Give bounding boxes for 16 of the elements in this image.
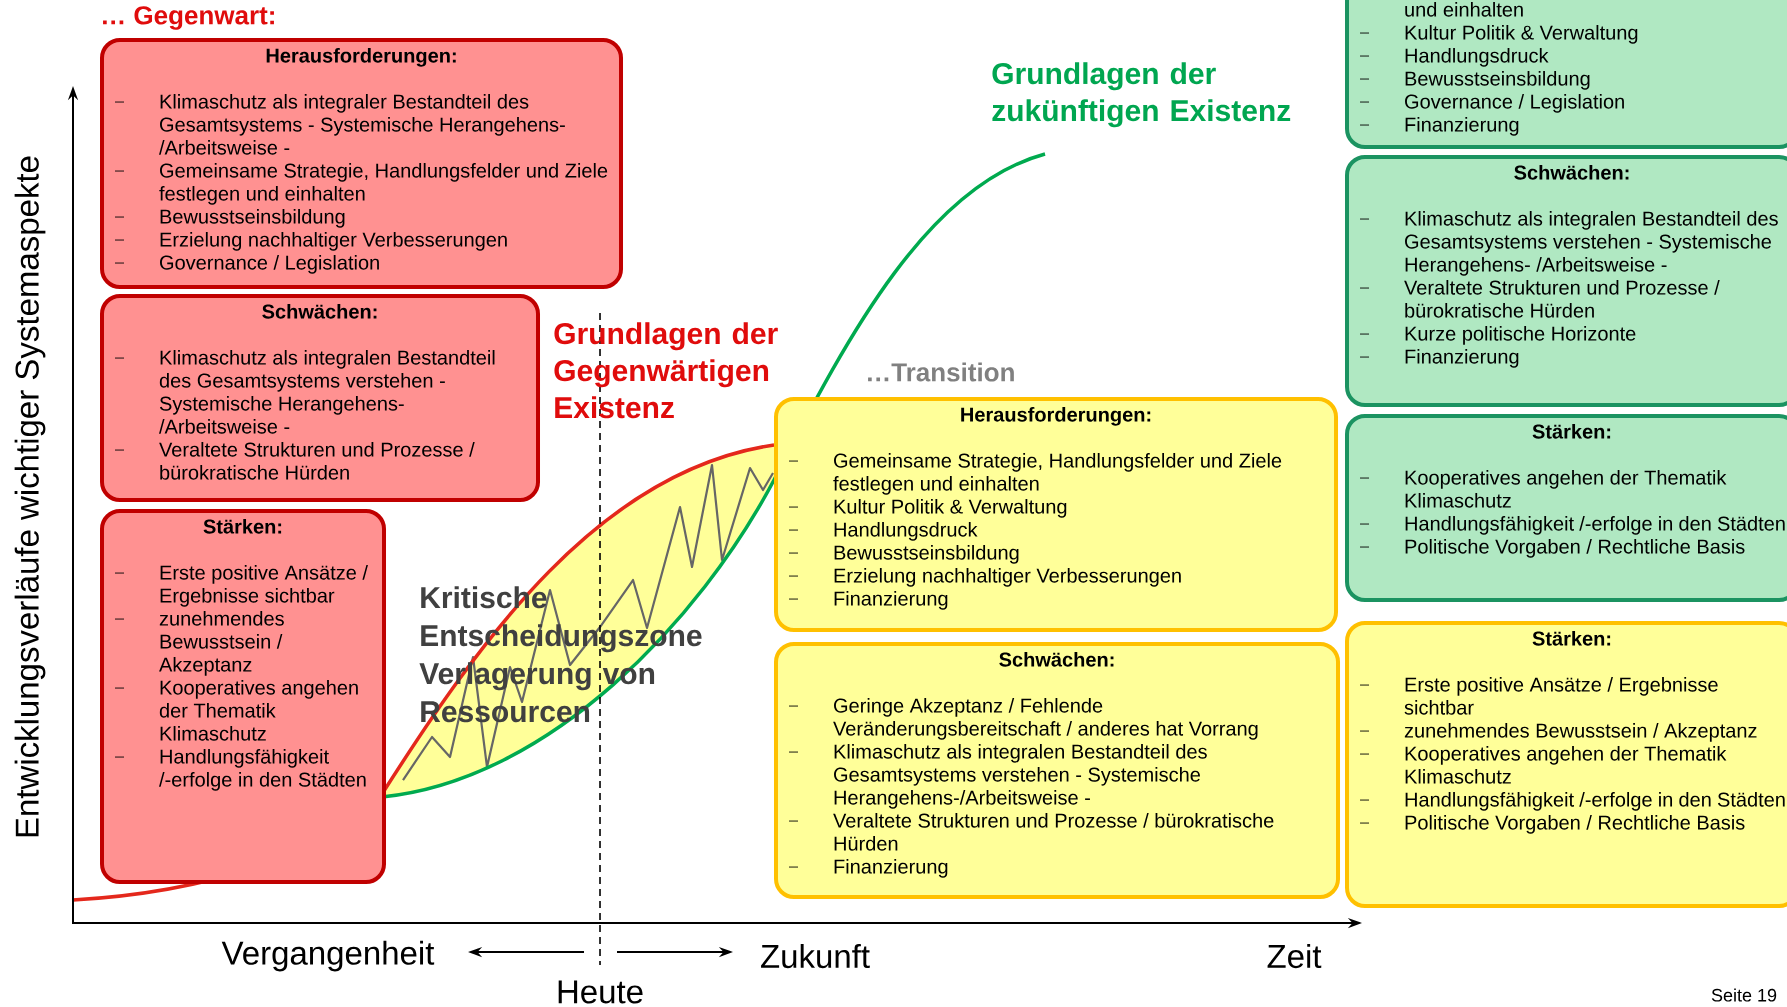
text-box: Stärken: Kooperatives angehen der Thematik Klimaschutz Handlungsfähigkeit /-erfolge in den Städten Politische Vorgaben / Rechtliche Basis — [1345, 414, 1787, 602]
axis-label: Vergangenheit — [221, 940, 435, 972]
page-number: Seite 19 — [1711, 988, 1777, 1002]
text-box: Stärken: Erste positive Ansätze / Ergebnisse sichtbar zunehmendes Bewusstsein / Akzeptanz Kooperatives angehen der Thematik Klimaschutz Handlungsfähigkeit /-erfolge in den Städten — [100, 509, 386, 884]
text-box: Schwächen: Klimaschutz als integralen Bestandteil des Gesamtsystems verstehen - Systemische Herangehens- /Arbeitsweise - Veraltete Strukturen und Prozesse / bürokratische Hürden — [100, 294, 540, 502]
axis-label: Zeit — [1267, 943, 1322, 969]
text-box: Stärken: Erste positive Ansätze / Ergebnisse sichtbar zunehmendes Bewusstsein / Akzeptanz Kooperatives angehen der Thematik Klimaschutz Handlungsfähigkeit /-erfolge in den Städten Politische Vorgaben / Rechtliche Basis — [1345, 621, 1787, 908]
text-box: Herausforderungen: Klimaschutz als integraler Bestandteil des Gesamtsystems - Systemische Herangehens- /Arbeitsweise - Gemeinsame Strategie, Handlungsfelder und Ziele festlegen und einhalten Bewusstseinsbildung Erzielung nachhaltiger Verbesserungen Governance / Legislation — [100, 38, 623, 289]
text-box: und einhalten Kultur Politik & Verwaltung Handlungsdruck Bewusstseinsbildung Governance / Legislation Finanzierung — [1345, 0, 1787, 149]
axis-title: Entwicklungsverläufe wichtiger Systemaspekte — [14, 156, 46, 837]
axis-label: Heute — [558, 980, 643, 1004]
axis-label: Zukunft — [761, 943, 870, 969]
text-box: Herausforderungen: Gemeinsame Strategie, Handlungsfelder und Ziele festlegen und einhalten Kultur Politik & Verwaltung Handlungsdruck Bewusstseinsbildung Erzielung nachhaltiger Verbesserungen Finanzierung — [774, 397, 1338, 632]
curve-label: Grundlagen der zukünftigen Existenz — [992, 62, 1291, 128]
text-box: Schwächen: Klimaschutz als integralen Bestandteil des Gesamtsystems verstehen - Systemische Herangehens- /Arbeitsweise - Veraltete Strukturen und Prozesse / bürokratische Hürden Kurze politische Horizonte Finanzierung — [1345, 155, 1787, 407]
text-box: Schwächen: Geringe Akzeptanz / Fehlende Veränderungsbereitschaft / anderes hat Vorrang Klimaschutz als integralen Bestandteil des Gesamtsystems verstehen - Systemische Herangehens-/Arbeitsweise - Veraltete Strukturen und Prozesse / bürokratische Hürden Finanzierung — [774, 642, 1340, 899]
